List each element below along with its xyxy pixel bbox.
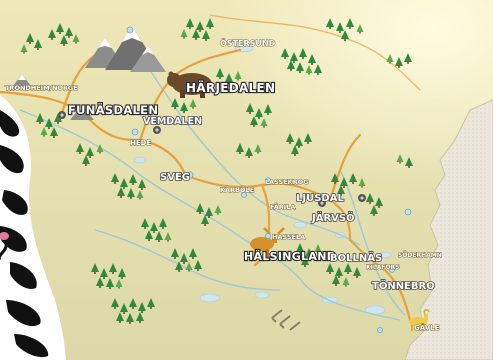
label-jarvso: JÄRVSÖ [311,210,355,224]
label-tonnebro: TÖNNEBRO [372,278,435,292]
label-sveg: SVEG [160,172,190,183]
gavle-goat-icon [409,309,430,331]
label-hede: HEDE [130,139,151,147]
label-gavle: GÄVLE [414,323,440,332]
town-marker-icon [126,26,412,333]
label-ljusdal: LJUSDAL [296,193,344,204]
label-lassekrog: LASSEKROG [265,178,309,186]
moose-icon [250,227,285,258]
label-halsingland: HÄLSINGLAND [244,249,336,263]
mountain-icon [10,26,166,120]
label-harjedalen: HÄRJEDALEN [186,80,275,95]
label-kilafors: KILAFORS [366,264,400,271]
label-soderhamn: SÖDERHAMN [398,252,442,259]
zebra-pattern-decoration [0,95,66,360]
label-farila: FÄRILA [270,202,295,211]
label-funasdalen: FUNÄSDALEN [68,102,158,117]
label-vemdalen: VEMDALEN [143,116,202,127]
label-ostersund: ÖSTERSUND [220,38,276,48]
label-hassela: HASSELA [272,233,305,241]
direction-arrows [271,309,301,331]
label-karbole: KÅRBÖLE [220,185,254,194]
ski-lift-icon [58,111,366,207]
bear-icon [167,71,212,98]
place-labels: ÖSTERSUND TRONDHEIM/NORGE FUNÄSDALEN HÄR… [5,38,443,333]
label-bollnas: BOLLNÄS [330,250,382,264]
coast-sea [404,99,493,360]
roads [0,48,412,322]
label-trondheim: TRONDHEIM/NORGE [5,84,78,92]
